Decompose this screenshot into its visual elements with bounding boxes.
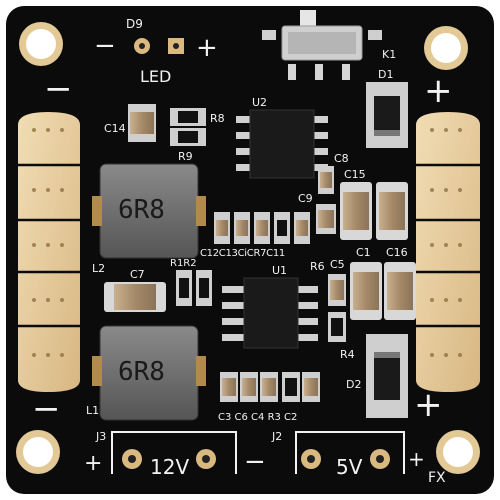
silk-bottom-right-plus: + bbox=[414, 385, 443, 425]
silk-c7: C7 bbox=[130, 268, 145, 281]
silk-d9: D9 bbox=[126, 17, 143, 31]
mounting-holes bbox=[16, 22, 480, 474]
silk-j2-label: 5V bbox=[336, 455, 363, 479]
silk-row-bottom: C3 C6 C4 R3 C2 bbox=[218, 412, 297, 423]
silk-led-label: LED bbox=[140, 67, 171, 86]
silk-u1: U1 bbox=[272, 264, 287, 277]
silk-l2: L2 bbox=[92, 262, 105, 275]
silk-r9: R9 bbox=[178, 150, 193, 163]
led-pads bbox=[134, 38, 184, 54]
silk-k1: K1 bbox=[382, 48, 396, 61]
inductor-marking-top: 6R8 bbox=[118, 195, 165, 225]
silk-r8: R8 bbox=[210, 112, 225, 125]
silk-led-plus: + bbox=[196, 33, 218, 63]
silk-j3-label: 12V bbox=[150, 455, 189, 479]
silk-r4: R4 bbox=[340, 348, 355, 361]
silk-c8: C8 bbox=[334, 152, 349, 165]
silk-j2: J2 bbox=[271, 430, 282, 443]
silk-c9: C9 bbox=[298, 192, 313, 205]
smd-components bbox=[104, 104, 416, 402]
silk-j2-plus: + bbox=[408, 447, 425, 471]
silk-c1: C1 bbox=[356, 246, 371, 259]
silk-d1: D1 bbox=[378, 68, 393, 81]
silk-row-mid: C12C13CiCR7C11 bbox=[200, 248, 285, 259]
ic-u1 bbox=[222, 277, 318, 349]
silk-fx: FX bbox=[428, 470, 446, 486]
silk-l1: L1 bbox=[86, 404, 99, 417]
ic-u2 bbox=[236, 109, 328, 179]
silk-c16: C16 bbox=[386, 246, 408, 259]
silk-u2: U2 bbox=[252, 96, 267, 109]
silk-j3-plus: + bbox=[84, 451, 102, 476]
silk-c15: C15 bbox=[344, 168, 366, 181]
silk-j2-minus: − bbox=[244, 447, 266, 477]
silk-j3: J3 bbox=[95, 430, 106, 443]
silk-top-left-minus: − bbox=[44, 69, 73, 109]
silk-r1r2: R1R2 bbox=[170, 258, 197, 269]
silk-bottom-left-minus: − bbox=[32, 389, 61, 429]
inductor-marking-bottom: 6R8 bbox=[118, 357, 165, 387]
diode-d1 bbox=[366, 82, 408, 148]
silk-top-right-plus: + bbox=[424, 71, 453, 111]
silk-c5: C5 bbox=[330, 258, 345, 271]
inductor-l2 bbox=[92, 163, 206, 259]
connector-pads bbox=[122, 449, 390, 469]
diode-d2 bbox=[366, 334, 408, 418]
slide-switch bbox=[262, 10, 382, 80]
right-power-pads bbox=[416, 112, 480, 392]
left-power-pads bbox=[18, 112, 80, 392]
silk-c14: C14 bbox=[104, 122, 126, 135]
connector-outlines bbox=[111, 431, 405, 474]
silk-r6: R6 bbox=[310, 260, 325, 273]
inductor-l1 bbox=[92, 325, 206, 421]
silk-d2: D2 bbox=[346, 378, 361, 391]
silk-led-minus: − bbox=[94, 31, 116, 61]
